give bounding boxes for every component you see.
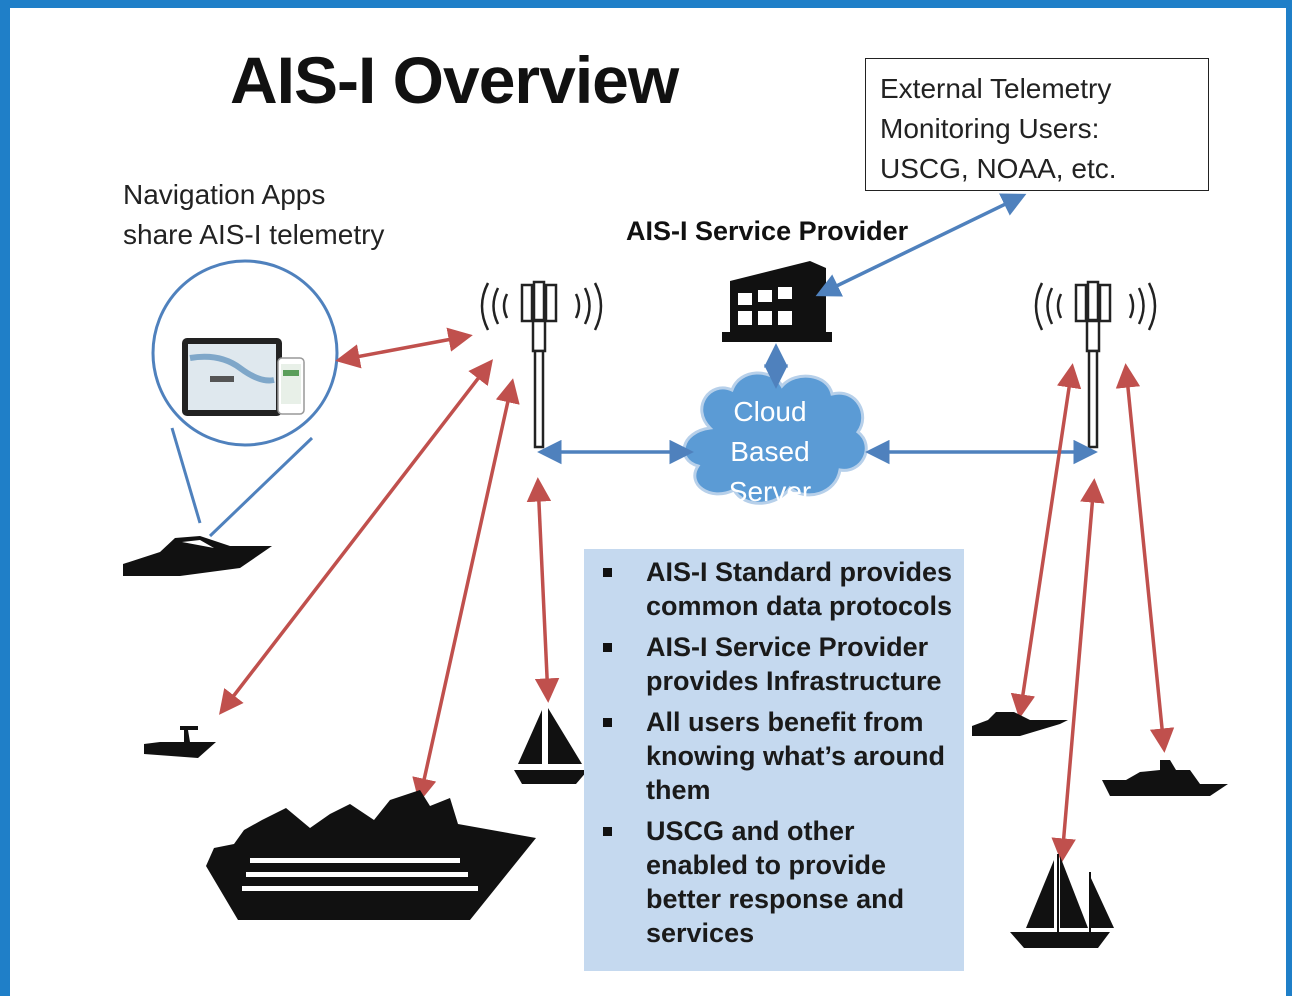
small-boat-icon bbox=[144, 726, 216, 758]
bullet-text: USCG and other enabled to provide better… bbox=[646, 816, 905, 948]
arrow-tower-sailboat bbox=[526, 477, 560, 703]
bullet-square-icon bbox=[603, 568, 612, 577]
bullet-box: AIS-I Standard provides common data prot… bbox=[584, 549, 964, 971]
arrow-tower-speedboat-right bbox=[1010, 363, 1082, 719]
arrow-tower-cruiseship bbox=[412, 378, 520, 803]
tall-ship-icon bbox=[1010, 854, 1114, 948]
bullet-square-icon bbox=[603, 718, 612, 727]
service-provider-label: AIS-I Service Provider bbox=[626, 216, 909, 246]
arrow-building-external bbox=[815, 193, 1027, 297]
arrow-tower-yacht bbox=[1115, 363, 1175, 753]
bullet-text: All users benefit from knowing what’s ar… bbox=[646, 707, 946, 805]
arrow-tablet-tower bbox=[335, 327, 473, 369]
speedboat-icon bbox=[972, 712, 1068, 736]
building-icon bbox=[722, 261, 832, 342]
external-users-line: External Telemetry bbox=[880, 73, 1112, 104]
speedboat-icon bbox=[123, 536, 272, 576]
page-title: AIS-I Overview bbox=[230, 43, 679, 117]
cruise-ship-icon bbox=[206, 790, 536, 920]
slide: AIS-I Overview External Telemetry Monito… bbox=[10, 8, 1286, 996]
cloud-label-line: Server bbox=[728, 476, 812, 507]
tablet-phone-icon bbox=[151, 259, 339, 538]
cloud-icon bbox=[682, 371, 868, 505]
bullet-item: All users benefit from knowing what’s ar… bbox=[598, 705, 958, 807]
nav-apps-line: Navigation Apps bbox=[123, 179, 326, 210]
bullet-list: AIS-I Standard provides common data prot… bbox=[598, 555, 958, 950]
external-users-line: Monitoring Users: bbox=[880, 113, 1100, 144]
bullet-text: AIS-I Standard provides common data prot… bbox=[646, 557, 953, 621]
cell-tower-icon bbox=[1034, 280, 1157, 449]
nav-apps-line: share AIS-I telemetry bbox=[123, 219, 385, 250]
yacht-icon bbox=[1102, 760, 1228, 796]
cloud-label-line: Cloud bbox=[733, 396, 807, 427]
bullet-square-icon bbox=[603, 643, 612, 652]
arrow-tower-tallship bbox=[1051, 478, 1105, 863]
external-users-box: External Telemetry Monitoring Users: USC… bbox=[865, 58, 1209, 191]
bullet-item: AIS-I Service Provider provides Infrastr… bbox=[598, 630, 958, 698]
diagram-graphics bbox=[123, 193, 1228, 948]
external-users-line: USCG, NOAA, etc. bbox=[880, 153, 1117, 184]
bullet-text: AIS-I Service Provider provides Infrastr… bbox=[646, 632, 942, 696]
cell-tower-icon bbox=[480, 280, 603, 449]
bullet-square-icon bbox=[603, 827, 612, 836]
nav-apps-caption: Navigation Apps share AIS-I telemetry bbox=[123, 175, 384, 255]
bullet-item: AIS-I Standard provides common data prot… bbox=[598, 555, 958, 623]
sailboat-icon bbox=[514, 708, 588, 784]
bullet-item: USCG and other enabled to provide better… bbox=[598, 814, 958, 950]
cloud-label: Cloud Based Server bbox=[700, 392, 840, 512]
cloud-label-line: Based bbox=[730, 436, 810, 467]
